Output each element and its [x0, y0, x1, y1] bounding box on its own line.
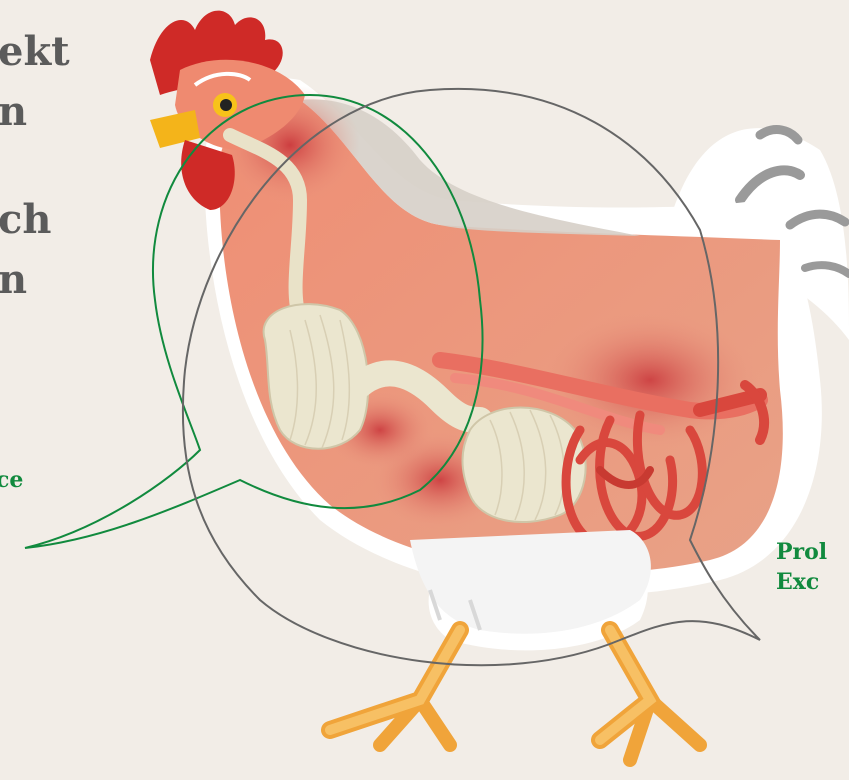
heading-fragment-4: n — [0, 258, 27, 302]
heading-fragment-2: n — [0, 90, 27, 134]
right-label-fragment-2: Exc — [776, 568, 819, 596]
right-label-fragment-1: Prol — [776, 538, 827, 566]
heading-fragment-3: ch — [0, 198, 51, 242]
left-label-fragment: ce — [0, 466, 23, 494]
heading-fragment-1: ekt — [0, 30, 70, 74]
